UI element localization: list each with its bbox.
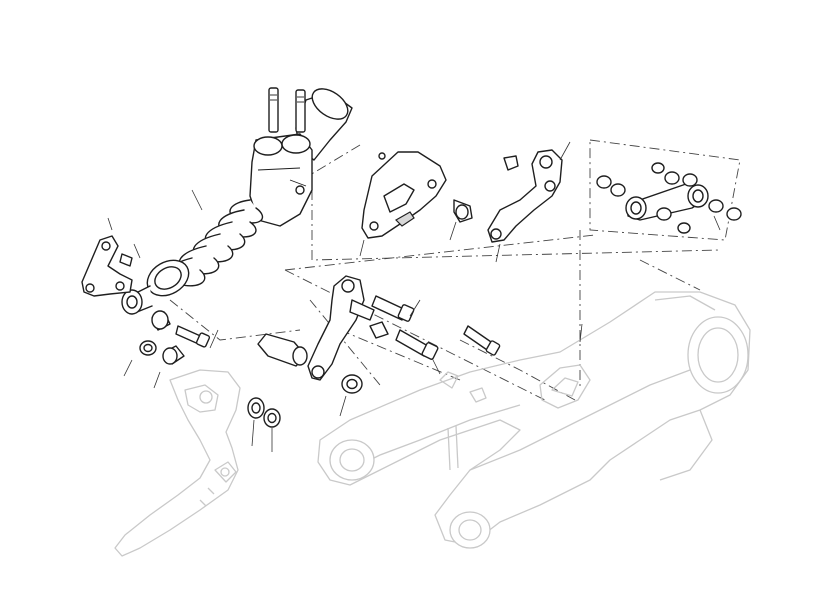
rear-shock-absorber <box>121 87 353 315</box>
connecting-rod <box>596 162 742 234</box>
assembly-centerlines <box>169 139 741 401</box>
rear-frame-ghost <box>114 369 241 557</box>
linkage-plate-upper <box>361 151 473 239</box>
shock-top-mount <box>81 217 133 297</box>
shock-hardware <box>139 310 211 365</box>
rocker-bracket <box>247 275 501 428</box>
rocker-arm <box>487 149 563 243</box>
swingarm <box>317 291 751 549</box>
leader-lines <box>123 141 721 452</box>
